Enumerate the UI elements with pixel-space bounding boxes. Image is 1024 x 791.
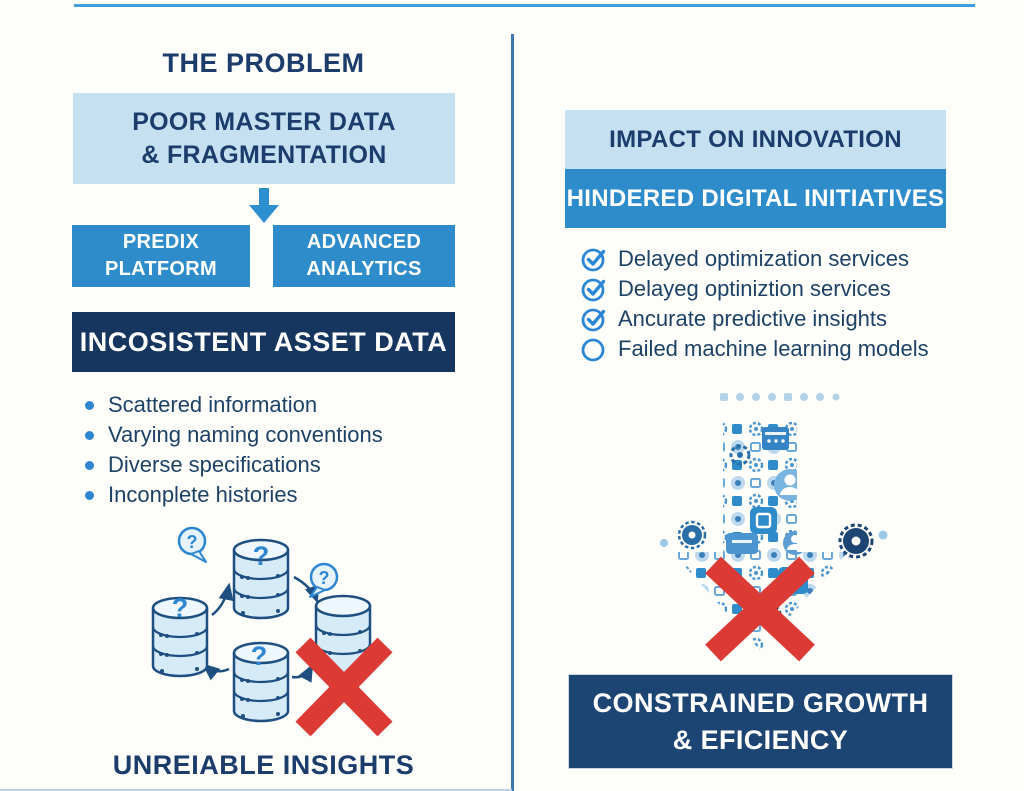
bullet-label: Scattered information: [108, 392, 318, 417]
top-rule: [74, 4, 975, 7]
chat-bubble-icon: [726, 533, 758, 554]
question-mark-icon: ?: [172, 593, 189, 623]
flow-arrow-icon: [211, 582, 234, 616]
flow-arrow-icon: [291, 663, 314, 683]
left-column-title: THE PROBLEM: [162, 48, 365, 78]
list-item: Scattered information: [85, 390, 383, 420]
question-bubble-icon: ?: [309, 562, 339, 598]
inconsistent-asset-data-box: INCOSISTENT ASSET DATA: [72, 312, 455, 372]
bullet-dot-icon: [85, 430, 94, 440]
hindered-box-label: HINDERED DIGITAL INITIATIVES: [566, 184, 945, 212]
fragmented-databases-illustration: ? ? ? ? ?: [128, 515, 423, 755]
poor-master-data-line2: & FRAGMENTATION: [141, 140, 387, 169]
impact-on-innovation-box: IMPACT ON INNOVATION: [565, 110, 946, 169]
faded-icon-row: [720, 393, 840, 401]
gear-icon: [838, 523, 874, 559]
dot-icon: [660, 539, 668, 547]
checked-circle-icon: [581, 278, 606, 302]
checked-circle-icon: [581, 248, 606, 272]
growth-box-line1: CONSTRAINED GROWTH: [592, 688, 929, 719]
question-mark-icon: ?: [253, 541, 270, 571]
red-x-icon: [295, 637, 393, 737]
person-icon: [774, 469, 806, 501]
app-grid-icon: [750, 507, 777, 534]
checked-circle-icon: [581, 308, 606, 332]
person-icon: [783, 531, 807, 555]
predix-line2: PLATFORM: [104, 258, 217, 280]
down-arrow-icon: [247, 188, 281, 229]
constrained-growth-box: CONSTRAINED GROWTH & EFICIENCY: [568, 674, 953, 769]
problem-bullet-list: Scattered information Varying naming con…: [85, 390, 383, 510]
question-bubble-icon: ?: [177, 526, 207, 563]
list-item: Ancurate predictive insights: [581, 304, 929, 334]
checklist-label: Delayed optimization services: [618, 246, 910, 271]
list-item: Failed machine learning models: [581, 334, 929, 364]
gear-icon: [729, 444, 751, 466]
bullet-label: Inconplete histories: [108, 482, 298, 507]
red-x-icon: [705, 556, 815, 662]
bullet-label: Diverse specifications: [108, 452, 321, 477]
dot-icon: [878, 530, 888, 540]
bullet-dot-icon: [85, 460, 94, 470]
list-item: Delayed optimization services: [581, 244, 929, 274]
icon-mosaic-down-arrow-illustration: [640, 385, 940, 680]
poor-master-data-box: POOR MASTER DATA & FRAGMENTATION: [73, 93, 455, 184]
flow-arrow-icon: [293, 575, 320, 604]
bullet-dot-icon: [85, 400, 94, 410]
empty-circle-icon: [581, 338, 605, 362]
impact-box-label: IMPACT ON INNOVATION: [609, 125, 902, 153]
column-divider: [511, 34, 514, 791]
list-item: Inconplete histories: [85, 480, 383, 510]
poor-master-data-line1: POOR MASTER DATA: [132, 108, 396, 136]
list-item: Varying naming conventions: [85, 420, 383, 450]
gear-icon: [677, 520, 707, 550]
checklist-label: Delayeg optiniztion services: [618, 276, 891, 301]
asset-box-label: INCOSISTENT ASSET DATA: [79, 326, 448, 357]
predix-platform-box: PREDIX PLATFORM: [72, 225, 250, 287]
list-item: Diverse specifications: [85, 450, 383, 480]
bullet-dot-icon: [85, 490, 94, 500]
calendar-icon: [762, 427, 789, 450]
growth-box-line2: & EFICIENCY: [672, 724, 849, 755]
analytics-line1: ADVANCED: [306, 231, 422, 253]
question-mark-icon: ?: [187, 532, 198, 552]
bullet-label: Varying naming conventions: [108, 422, 383, 447]
unreliable-insights-caption: UNREIABLE INSIGHTS: [112, 750, 415, 780]
question-mark-icon: ?: [319, 568, 330, 588]
checklist-label: Failed machine learning models: [618, 336, 929, 361]
list-item: Delayeg optiniztion services: [581, 274, 929, 304]
bottom-rule: [0, 789, 512, 791]
predix-line1: PREDIX: [122, 231, 200, 253]
question-mark-icon: ?: [251, 641, 268, 671]
analytics-line2: ANALYTICS: [306, 258, 422, 280]
checklist-label: Ancurate predictive insights: [618, 306, 888, 331]
hindered-digital-initiatives-box: HINDERED DIGITAL INITIATIVES: [565, 169, 946, 228]
advanced-analytics-box: ADVANCED ANALYTICS: [273, 225, 455, 287]
impact-checklist: Delayed optimization services Delayeg op…: [581, 244, 929, 364]
